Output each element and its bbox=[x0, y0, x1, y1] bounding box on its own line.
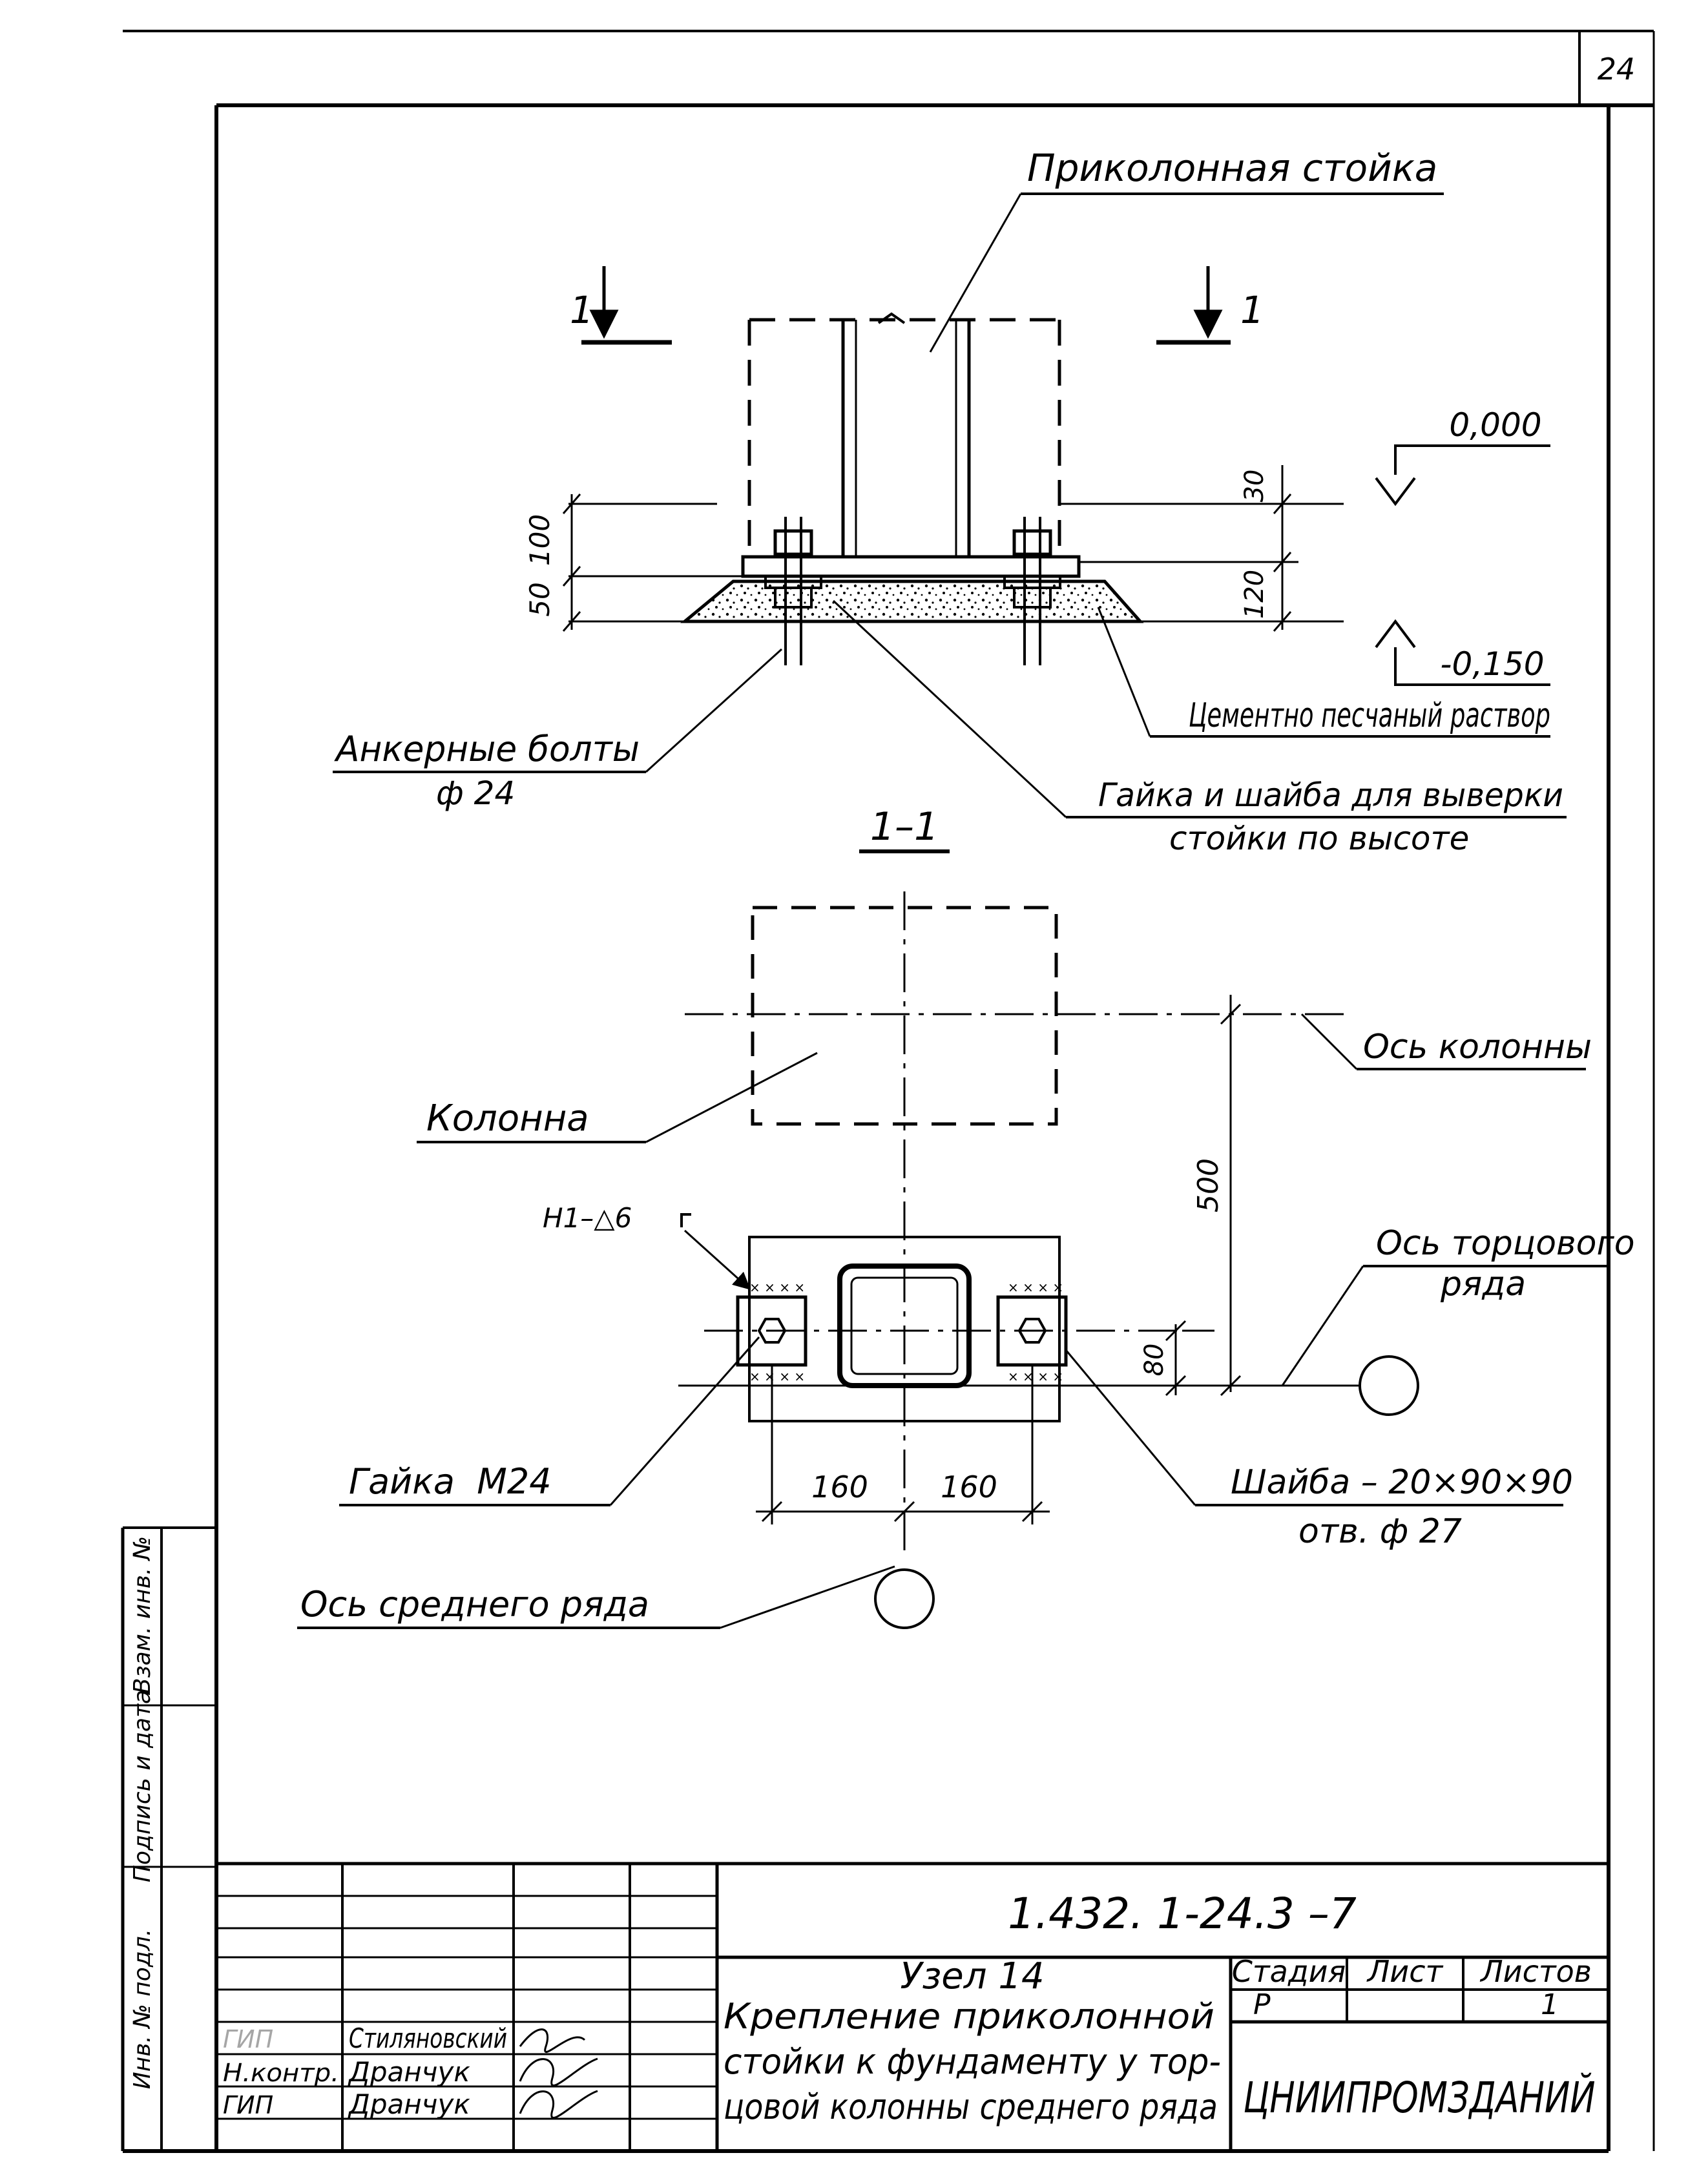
dim-50: 50 bbox=[524, 582, 556, 616]
person-name: Дранчук bbox=[348, 2056, 470, 2088]
anchor-bolts-callout: Анкерные болты ф 24 bbox=[333, 648, 783, 812]
dim-120: 120 bbox=[1240, 570, 1269, 619]
mortar-callout: Цементно песчаный раствор bbox=[1097, 607, 1550, 738]
washer-callout: Шайба – 20×90×90 отв. ф 27 bbox=[1065, 1349, 1573, 1551]
section-mark-left-label: 1 bbox=[570, 288, 594, 332]
dim-100: 100 bbox=[524, 514, 556, 566]
washer-label-line1: Шайба – 20×90×90 bbox=[1231, 1463, 1573, 1502]
middle-row-axis-marker bbox=[874, 1568, 935, 1629]
svg-text:Н.контр.: Н.контр. bbox=[223, 2059, 339, 2087]
section-mark-left: 1 bbox=[570, 266, 672, 345]
side-stamp-inv-no: Инв. № подл. bbox=[129, 1929, 156, 2089]
middle-row-axis: Ось среднего ряда bbox=[297, 1565, 935, 1629]
svg-text:ГИП: ГИП bbox=[223, 2091, 273, 2119]
dim-80: 80 bbox=[1140, 1344, 1169, 1377]
personnel-row: Н.контр. Дранчук bbox=[223, 2056, 598, 2088]
column-axis-callout: Ось колонны bbox=[1300, 1013, 1592, 1070]
svg-text:ГИП: ГИП bbox=[223, 2025, 273, 2054]
end-row-axis: Ось торцового ряда bbox=[678, 1224, 1635, 1416]
end-row-axis-label-line2: ряда bbox=[1440, 1265, 1526, 1304]
washer-label-line2: отв. ф 27 bbox=[1298, 1512, 1462, 1551]
nut-label: Гайка М24 bbox=[349, 1461, 552, 1502]
horizontal-dimensions: 160 160 bbox=[756, 1366, 1050, 1524]
section-view: 1–1 × × × × × × × × × × × × × × × × Н1–△… bbox=[297, 804, 1635, 1629]
vertical-dimensions: 500 80 bbox=[1140, 995, 1242, 1397]
nut-callout: Гайка М24 bbox=[339, 1336, 760, 1506]
stage-value: Р bbox=[1253, 1988, 1271, 2021]
dim-160-left: 160 bbox=[811, 1470, 868, 1504]
level-bottom-label: -0,150 bbox=[1440, 645, 1544, 683]
person-name: Стиляновский bbox=[349, 2023, 507, 2054]
personnel-row: ГИП Стиляновский bbox=[223, 2023, 586, 2054]
description-line1: Крепление приколонной bbox=[724, 1996, 1214, 2037]
svg-text:× × × ×: × × × × bbox=[749, 1369, 805, 1384]
base-plate bbox=[741, 555, 1081, 578]
mortar-bed bbox=[680, 579, 1144, 623]
organization-name: ЦНИИПРОМЗДАНИЙ bbox=[1244, 2072, 1596, 2123]
nut-washer-label-line2: стойки по высоте bbox=[1169, 820, 1469, 857]
dim-500: 500 bbox=[1192, 1158, 1225, 1212]
end-row-axis-label-line1: Ось торцового bbox=[1376, 1224, 1635, 1263]
side-stamp: Взам. инв. № Подпись и дата Инв. № подл. bbox=[121, 1526, 216, 2151]
column-post-callout: Приколонная стойка bbox=[929, 146, 1444, 353]
section-title: 1–1 bbox=[870, 804, 939, 849]
dim-160-right: 160 bbox=[941, 1470, 997, 1504]
anchor-bolts-label-line1: Анкерные болты bbox=[334, 729, 640, 769]
anchor-bolt-right bbox=[1003, 517, 1061, 665]
column-post-label: Приколонная стойка bbox=[1027, 146, 1437, 190]
column-callout: Колонна bbox=[417, 1052, 818, 1143]
mortar-label: Цементно песчаный раствор bbox=[1189, 696, 1550, 735]
end-row-axis-marker bbox=[1359, 1355, 1419, 1416]
base-plate-plan bbox=[748, 1236, 1061, 1422]
column-dashed-outline bbox=[747, 318, 1061, 568]
sheet-number: 24 bbox=[1598, 52, 1636, 87]
dim-30: 30 bbox=[1240, 470, 1269, 503]
side-stamp-sign-date: Подпись и дата bbox=[129, 1690, 156, 1882]
column-label: Колонна bbox=[426, 1097, 589, 1139]
anchor-bolt-left bbox=[764, 517, 822, 665]
node-title: Узел 14 bbox=[900, 1955, 1044, 1997]
sheet-header: Лист bbox=[1366, 1954, 1444, 1989]
left-dimension-chain: 100 50 bbox=[524, 494, 743, 632]
svg-text:× × × ×: × × × × bbox=[749, 1280, 805, 1295]
washer-nut-right: × × × × × × × × bbox=[996, 1280, 1068, 1384]
weld-callout: Н1–△6 bbox=[543, 1202, 751, 1290]
personnel-row: ГИП Дранчук bbox=[223, 2088, 598, 2120]
post-profile bbox=[841, 312, 971, 557]
nut-washer-label-line1: Гайка и шайба для выверки bbox=[1098, 776, 1563, 814]
anchor-bolts-label-line2: ф 24 bbox=[436, 775, 515, 812]
level-top-label: 0,000 bbox=[1449, 406, 1541, 444]
title-block: 1.432. 1-24.3 –7 Узел 14 Крепление прико… bbox=[216, 1862, 1609, 2151]
sheets-header: Листов bbox=[1479, 1954, 1592, 1989]
svg-text:× × × ×: × × × × bbox=[1008, 1280, 1063, 1295]
stage-header: Стадия bbox=[1232, 1954, 1346, 1989]
description-line2: стойки к фундаменту у тор- bbox=[724, 2041, 1221, 2082]
level-mark-bottom: -0,150 bbox=[1375, 619, 1550, 686]
washer-nut-left: × × × × × × × × bbox=[736, 1280, 808, 1384]
section-mark-right: 1 bbox=[1156, 266, 1264, 345]
side-stamp-replaces-inv: Взам. инв. № bbox=[129, 1536, 156, 1694]
person-name: Дранчук bbox=[348, 2088, 470, 2120]
document-code: 1.432. 1-24.3 –7 bbox=[1008, 1889, 1357, 1939]
column-plan-outline bbox=[751, 906, 1058, 1126]
middle-row-axis-label: Ось среднего ряда bbox=[300, 1584, 649, 1625]
level-mark-top: 0,000 bbox=[1375, 406, 1550, 506]
section-mark-right-label: 1 bbox=[1240, 288, 1264, 332]
right-dimension-chain: 30 120 bbox=[1059, 465, 1344, 632]
description-line3: цовой колонны среднего ряда bbox=[724, 2086, 1218, 2127]
sheet-frame bbox=[123, 30, 1655, 2153]
column-axis-label: Ось колонны bbox=[1363, 1028, 1592, 1066]
tube-inner bbox=[850, 1276, 959, 1375]
svg-text:× × × ×: × × × × bbox=[1008, 1369, 1063, 1384]
elevation-view: 1 1 bbox=[333, 146, 1567, 857]
weld-label: Н1–△6 bbox=[543, 1202, 632, 1234]
sheets-value: 1 bbox=[1541, 1988, 1559, 2021]
nut-washer-callout: Гайка и шайба для выверки стойки по высо… bbox=[832, 599, 1567, 857]
